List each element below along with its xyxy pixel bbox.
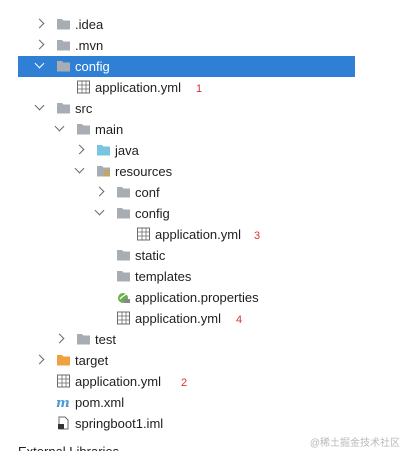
excluded-folder-icon [56, 353, 71, 367]
chevron-right-icon[interactable] [94, 186, 105, 197]
tree-item[interactable]: resources [0, 161, 412, 182]
tree-item[interactable]: src [0, 98, 412, 119]
external-libraries-partial[interactable]: External Libraries [18, 444, 120, 459]
tree-item-label: templates [135, 269, 192, 284]
chevron-down-icon[interactable] [94, 205, 105, 216]
maven-icon: m [56, 395, 71, 411]
tree-item-label: application.properties [135, 290, 259, 305]
tree-item[interactable]: conf [0, 182, 412, 203]
annotation-number: 1 [196, 83, 203, 95]
tree-item[interactable]: target [0, 350, 412, 371]
tree-item-label: config [75, 59, 110, 74]
tree-item[interactable]: m pom.xml [0, 392, 412, 413]
folder-icon [76, 122, 91, 136]
spring-properties-icon [116, 290, 131, 304]
folder-icon [56, 17, 71, 31]
chevron-down-icon[interactable] [34, 58, 45, 69]
folder-icon [116, 248, 131, 262]
folder-icon [116, 269, 131, 283]
resources-folder-icon [96, 164, 111, 178]
tree-item[interactable]: config [18, 56, 355, 77]
tree-item-label: springboot1.iml [75, 416, 164, 431]
folder-icon [76, 332, 91, 346]
tree-item[interactable]: application.properties [0, 287, 412, 308]
tree-item-label: test [95, 332, 116, 347]
tree-item-label: application.yml [135, 311, 221, 326]
yaml-file-icon [136, 227, 151, 241]
tree-item[interactable]: test [0, 329, 412, 350]
tree-item-label: .mvn [75, 38, 104, 53]
source-folder-icon [96, 143, 111, 157]
iml-file-icon [56, 416, 71, 430]
annotation-number: 3 [254, 230, 261, 242]
tree-item[interactable]: application.yml 3 [0, 224, 412, 245]
watermark: @稀土掘金技术社区 [309, 438, 400, 449]
annotation-number: 2 [181, 377, 188, 389]
chevron-right-icon[interactable] [74, 144, 85, 155]
svg-text:m: m [56, 396, 70, 409]
folder-icon [116, 185, 131, 199]
tree-item-label: java [115, 143, 139, 158]
tree-item[interactable]: springboot1.iml [0, 413, 412, 434]
tree-item-label: application.yml [155, 227, 241, 242]
tree-item-label: src [75, 101, 93, 116]
tree-item[interactable]: .mvn [0, 35, 412, 56]
tree-item-label: resources [115, 164, 173, 179]
folder-icon [56, 101, 71, 115]
tree-item[interactable]: static [0, 245, 412, 266]
chevron-down-icon[interactable] [74, 163, 85, 174]
yaml-file-icon [116, 311, 131, 325]
tree-item[interactable]: application.yml 1 [0, 77, 412, 98]
folder-icon [56, 38, 71, 52]
yaml-file-icon [56, 374, 71, 388]
tree-item[interactable]: java [0, 140, 412, 161]
chevron-down-icon[interactable] [34, 100, 45, 111]
tree-item-label: config [135, 206, 170, 221]
tree-item-label: target [75, 353, 109, 368]
chevron-down-icon[interactable] [54, 121, 65, 132]
tree-item[interactable]: main [0, 119, 412, 140]
folder-icon [56, 59, 71, 73]
tree-item[interactable]: application.yml 4 [0, 308, 412, 329]
tree-item-label: application.yml [75, 374, 161, 389]
chevron-right-icon[interactable] [34, 18, 45, 29]
tree-item-label: main [95, 122, 124, 137]
yaml-file-icon [76, 80, 91, 94]
annotation-number: 4 [236, 314, 243, 326]
tree-item-label: .idea [75, 17, 104, 32]
folder-icon [116, 206, 131, 220]
tree-item-label: conf [135, 185, 160, 200]
chevron-right-icon[interactable] [54, 333, 65, 344]
chevron-right-icon[interactable] [34, 39, 45, 50]
tree-item[interactable]: .idea [0, 14, 412, 35]
tree-item[interactable]: config [0, 203, 412, 224]
tree-item[interactable]: templates [0, 266, 412, 287]
tree-item-label: application.yml [95, 80, 181, 95]
tree-item[interactable]: application.yml 2 [0, 371, 412, 392]
tree-item-label: static [135, 248, 166, 263]
chevron-right-icon[interactable] [34, 354, 45, 365]
tree-item-label: pom.xml [75, 395, 125, 410]
